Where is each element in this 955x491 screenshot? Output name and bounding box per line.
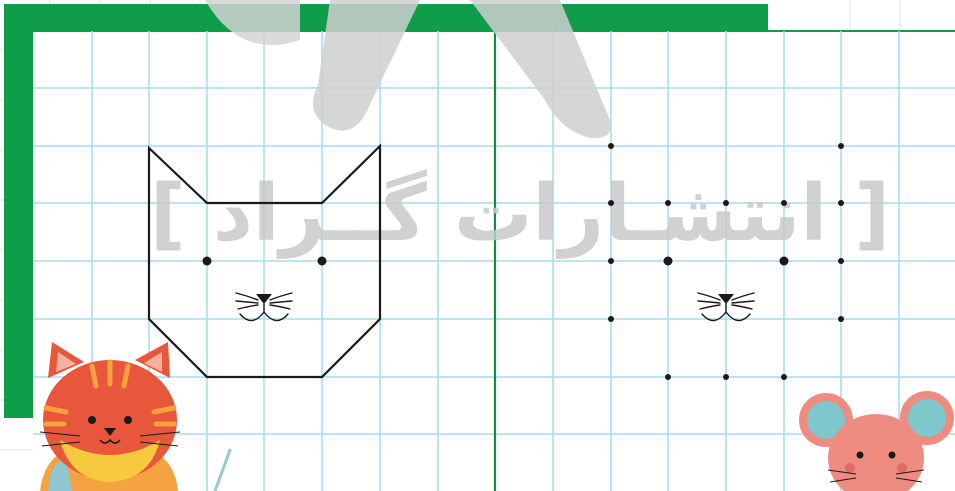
mouse-eye-right	[889, 452, 896, 459]
guide-dot	[838, 316, 844, 322]
tiger-eye-right	[124, 416, 132, 424]
guide-dot	[838, 143, 844, 149]
guide-dot	[608, 200, 614, 206]
guide-dot	[665, 200, 671, 206]
guide-dot	[608, 258, 614, 264]
tiger-eye-left	[88, 416, 96, 424]
watermark-text: [ انتشـارات گــراد ]	[150, 169, 890, 259]
right-eye-dot	[780, 257, 789, 266]
left-eye-dot	[203, 257, 212, 266]
guide-dot	[608, 143, 614, 149]
right-eye-dot	[318, 257, 327, 266]
guide-dot	[781, 200, 787, 206]
mouse-cheek-right	[897, 463, 907, 473]
mouse-cheek-left	[845, 463, 855, 473]
guide-dot	[608, 316, 614, 322]
left-eye-dot	[664, 257, 673, 266]
guide-dot	[665, 374, 671, 380]
guide-dot	[723, 200, 729, 206]
guide-dot	[838, 258, 844, 264]
guide-dot	[838, 200, 844, 206]
mouse-eye-left	[857, 452, 864, 459]
guide-dot	[781, 374, 787, 380]
guide-dot	[723, 374, 729, 380]
